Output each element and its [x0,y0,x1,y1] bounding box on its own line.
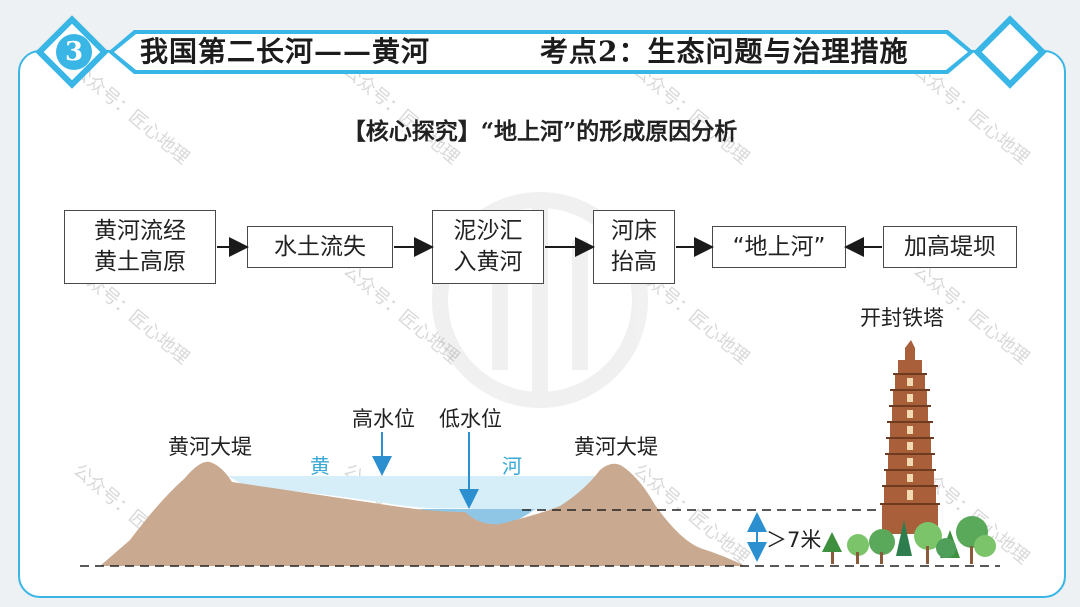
trees [822,516,996,564]
flow-box-riverbed-raised: 河床 抬高 [593,210,675,284]
flow-box-label: 泥沙汇 入黄河 [453,218,523,275]
header-title-left: 我国第二长河——黄河 [140,35,431,68]
right-dike-label: 黄河大堤 [574,435,658,459]
header-title-right: 考点2：生态问题与治理措施 [540,35,909,68]
left-dike-label: 黄河大堤 [168,435,252,459]
earth-cross-section [100,461,745,566]
height-label: ＞7米 [766,528,822,552]
section-title: 【核心探究】“地上河”的形成原因分析 [342,118,738,145]
flow-box-soil-erosion: 水土流失 [247,226,393,268]
flow-box-loess-plateau: 黄河流经 黄土高原 [64,210,216,284]
flow-box-sediment: 泥沙汇 入黄河 [432,210,544,284]
high-water-label: 高水位 [352,407,415,431]
flow-box-label: “地上河” [732,233,826,260]
section-number-badge: 3 [56,34,92,70]
tower-label: 开封铁塔 [860,306,944,330]
river-label-char: 黄 [310,454,330,478]
low-water-label: 低水位 [439,407,502,431]
header-bar-inner [114,34,968,70]
high-water-area [228,476,600,517]
flow-box-label: 水土流失 [274,233,366,260]
flow-box-label: 加高堤坝 [904,233,996,260]
flow-box-label: 黄河流经 黄土高原 [94,218,186,275]
tower-windows [907,378,913,500]
flow-box-raise-dikes: 加高堤坝 [883,226,1017,268]
flow-box-label: 河床 抬高 [611,218,657,275]
tower-eaves [880,373,940,505]
river-label-char: 河 [502,454,522,478]
